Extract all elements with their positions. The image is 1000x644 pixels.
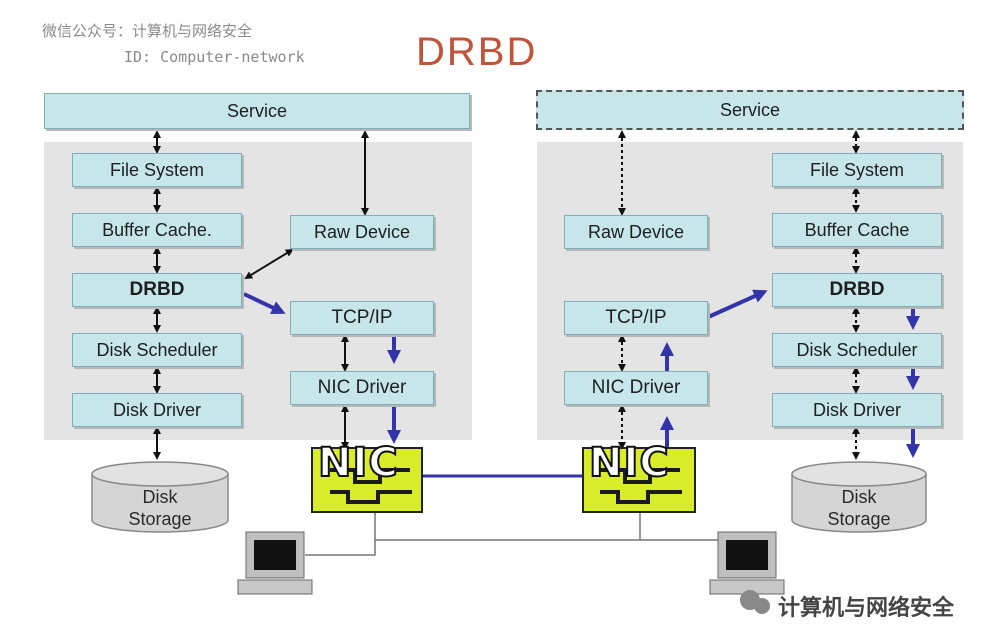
right-drbd-box: DRBD (772, 273, 942, 307)
right-service-box: Service (536, 90, 964, 130)
left-disk-cylinder (91, 461, 229, 533)
brand-text: 计算机与网络安全 (778, 595, 955, 620)
right-disk-label-line2: Storage (827, 509, 891, 529)
left-computer-terminal (237, 531, 313, 595)
wechat-icon (740, 590, 770, 614)
left-nic-label: NIC (317, 439, 399, 487)
left-disk-label-line2: Storage (128, 509, 192, 529)
watermark-line2: ID: Computer-network (124, 48, 305, 66)
left-buffer-cache-box: Buffer Cache. (72, 213, 242, 247)
right-nic-label: NIC (588, 439, 670, 487)
watermark-line1: 微信公众号：计算机与网络安全 (42, 22, 253, 40)
right-replication-arrows (660, 289, 920, 458)
right-disk-label-line1: Disk (841, 487, 877, 507)
right-computer-terminal (709, 531, 785, 595)
right-nic-chip (582, 447, 696, 513)
right-nic-driver-box: NIC Driver (564, 371, 708, 405)
left-replication-arrows (243, 292, 401, 444)
left-nic-driver-box: NIC Driver (290, 371, 434, 405)
left-disk-label: Disk Storage (92, 486, 228, 530)
left-stack-arrows (153, 130, 369, 460)
left-file-system-box: File System (72, 153, 242, 187)
left-tcpip-box: TCP/IP (290, 301, 434, 335)
right-stack-arrows (618, 130, 860, 460)
left-disk-driver-box: Disk Driver (72, 393, 242, 427)
right-disk-scheduler-box: Disk Scheduler (772, 333, 942, 367)
left-disk-scheduler-box: Disk Scheduler (72, 333, 242, 367)
diagram-title: DRBD (416, 30, 538, 74)
left-raw-device-box: Raw Device (290, 215, 434, 249)
left-drbd-box: DRBD (72, 273, 242, 307)
right-disk-label: Disk Storage (792, 486, 926, 530)
right-file-system-box: File System (772, 153, 942, 187)
right-disk-cylinder (791, 461, 927, 533)
right-buffer-cache-box: Buffer Cache (772, 213, 942, 247)
right-disk-driver-box: Disk Driver (772, 393, 942, 427)
left-disk-label-line1: Disk (142, 487, 178, 507)
right-raw-device-box: Raw Device (564, 215, 708, 249)
right-tcpip-box: TCP/IP (564, 301, 708, 335)
left-service-box: Service (44, 93, 470, 129)
left-nic-chip (311, 447, 423, 513)
